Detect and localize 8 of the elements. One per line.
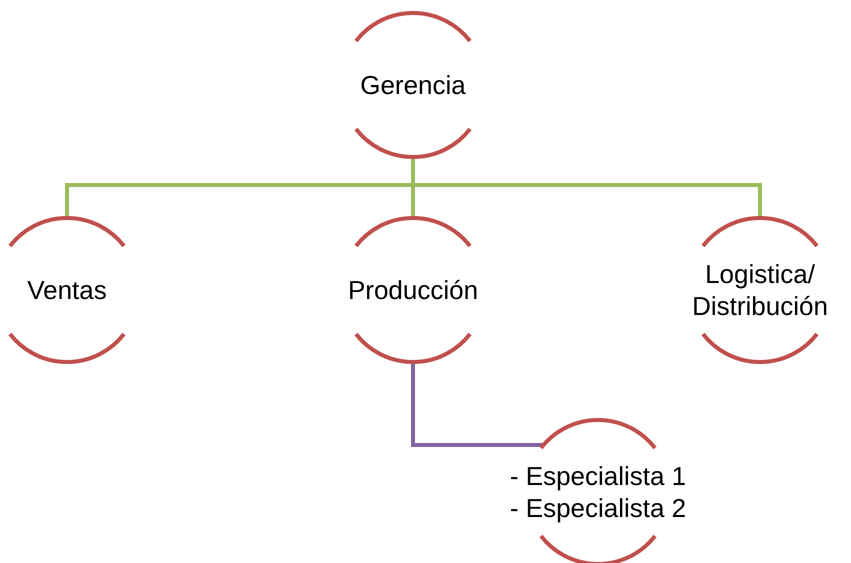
connector-line xyxy=(411,362,544,447)
node-label: Producción xyxy=(348,274,478,306)
node-label: - Especialista 1 xyxy=(510,460,686,492)
node-label: - Especialista 2 xyxy=(510,492,686,524)
node-label: Gerencia xyxy=(360,68,466,102)
node-label: Logistica/ Distribución xyxy=(691,258,829,322)
connector-line xyxy=(411,157,762,218)
node-label: Ventas xyxy=(27,274,107,306)
